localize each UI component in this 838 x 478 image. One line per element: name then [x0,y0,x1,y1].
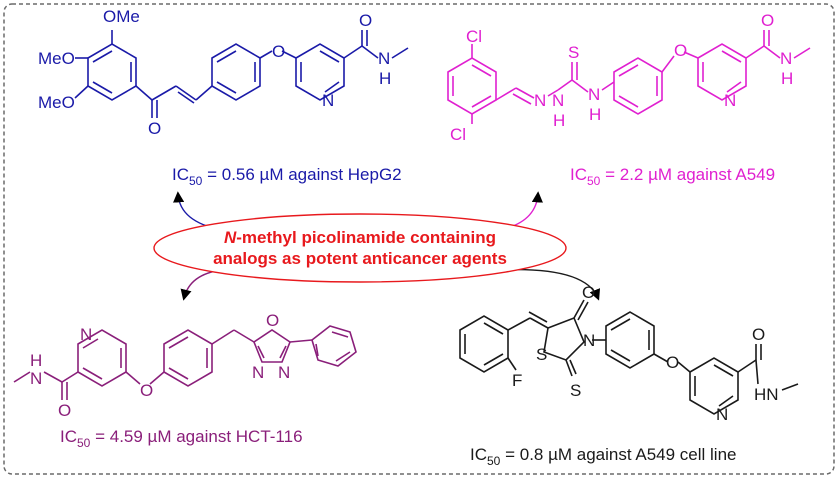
atom-label: H [589,105,601,124]
atom-label: O [58,401,71,420]
atom-label: N [30,369,42,388]
ic50-label: IC50 = 0.56 µM against HepG2 [172,165,402,188]
atom-label: N [552,91,564,110]
atom-label: S [570,381,581,400]
atom-label: H [379,69,391,88]
atom-label: Cl [450,125,466,144]
atom-label: HN [754,385,779,404]
atom-label: H [781,69,793,88]
atom-label: O [266,311,279,330]
atom-label: O [582,283,595,302]
center-title-line1: N-methyl picolinamide containing [224,228,496,247]
compound-oxadiazole-atoms: H N N O O O N N [30,311,290,420]
atom-label: MeO [38,93,75,112]
center-title-line2: analogs as potent anticancer agents [213,249,507,268]
atom-label: N [724,91,736,110]
atom-label: N [780,49,792,68]
atom-label: O [674,41,687,60]
center-ellipse [153,213,567,283]
atom-label: N [716,405,728,424]
atom-label: H [30,351,42,370]
arrow-to-bottom-left [180,269,223,301]
atom-label: N [80,325,92,344]
compound-thiazolidinone-atoms: F O S N S O O N HN [512,283,779,424]
atom-label: O [666,353,679,372]
compound-thiosemicarbazone [447,30,811,124]
atom-label: N [534,91,546,110]
atom-label: N [378,49,390,68]
atom-label: N [278,363,290,382]
atom-label: N [583,331,595,350]
atom-label: O [761,11,774,30]
atom-label: S [536,345,547,364]
compound-chalcone [74,30,409,118]
atom-label: O [752,325,765,344]
compound-thiosemicarbazone-atoms: Cl Cl N N H S N H O O N H N [450,11,793,144]
compound-thiazolidinone [459,299,799,415]
ic50-label: IC50 = 2.2 µM against A549 [570,165,775,188]
atom-label: S [568,43,579,62]
ic50-label: IC50 = 4.59 µM against HCT-116 [60,427,303,450]
atom-label: Cl [466,27,482,46]
atom-label: O [140,381,153,400]
atom-label: N [588,85,600,104]
atom-label: H [553,111,565,130]
atom-label: N [252,363,264,382]
atom-label: MeO [38,49,75,68]
atom-label: O [148,119,161,138]
atom-label: F [512,371,522,390]
dashed-frame [3,3,835,475]
atom-label: O [272,42,285,61]
atom-label: N [322,91,334,110]
atom-label: OMe [103,7,140,26]
ic50-label: IC50 = 0.8 µM against A549 cell line [470,445,737,468]
atom-label: O [359,11,372,30]
compound-chalcone-atoms: OMe MeO MeO O O O N H N [38,7,391,138]
compound-oxadiazole [13,325,357,400]
